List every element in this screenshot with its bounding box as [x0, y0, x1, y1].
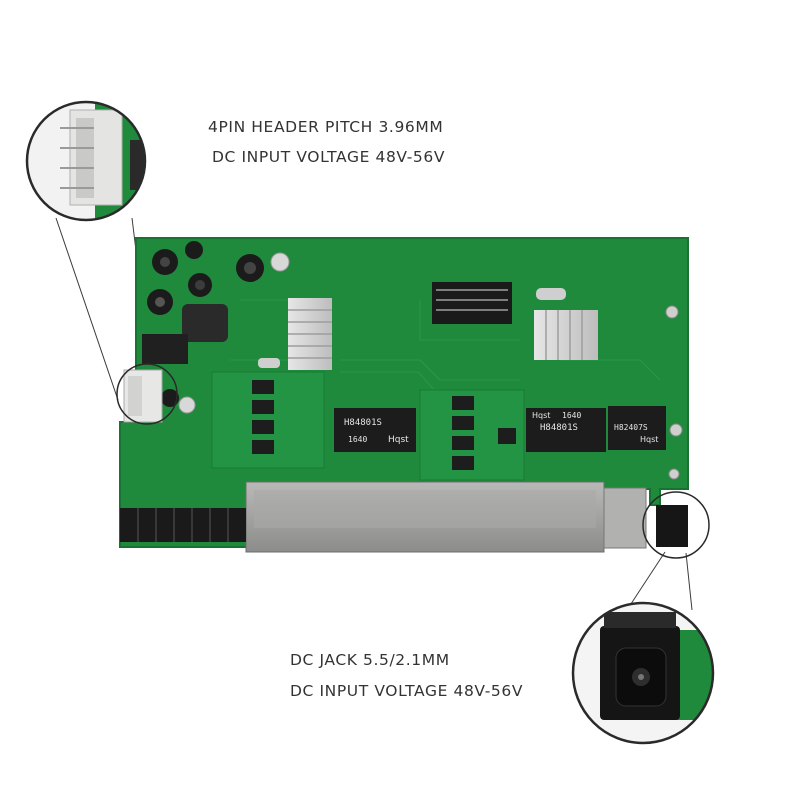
transformer-1-brand: Hqst: [388, 435, 409, 445]
callout-ring-header-on-board: [116, 363, 178, 425]
top-label-line-2: DC INPUT VOLTAGE 48V-56V: [212, 148, 446, 166]
transformer-2-date: 1640: [562, 411, 581, 420]
transformer-2-brand: Hqst: [532, 411, 550, 420]
transformer-1: H84801S Hqst 1640: [334, 408, 416, 452]
callout-ring-dc-jack-on-board: [642, 491, 710, 559]
zoom-inset-dc-jack: [573, 603, 713, 743]
transformer-3: H82407S Hqst: [608, 406, 666, 450]
mounting-holes: [665, 305, 683, 480]
dc-jack-on-board: [656, 505, 688, 547]
transformer-2-label: H84801S: [540, 423, 578, 433]
top-label-line-1: 4PIN HEADER PITCH 3.96MM: [208, 118, 444, 136]
bottom-label-line-2: DC INPUT VOLTAGE 48V-56V: [290, 682, 524, 700]
zoom-ring-bottom: [571, 601, 715, 745]
transformer-3-brand: Hqst: [640, 435, 658, 444]
heatsink-right: [534, 310, 598, 360]
heatsink-left: [288, 298, 332, 370]
inductor: [182, 304, 228, 342]
zoom-inset-4pin-header: [27, 102, 145, 220]
transformer-1-date: 1640: [348, 435, 367, 444]
bottom-left-headers: [120, 508, 246, 542]
mosfets: [252, 380, 516, 470]
power-header-4pin: [123, 369, 163, 423]
capacitors: [147, 241, 290, 414]
rj45-port-block: [245, 481, 647, 553]
bottom-label-line-1: DC JACK 5.5/2.1MM: [290, 651, 450, 669]
zoom-ring-top: [25, 100, 147, 222]
regulator-chip: [142, 334, 188, 364]
transformer-1-label: H84801S: [344, 418, 382, 428]
transformer-3-label: H82407S: [614, 423, 648, 432]
pin-header-strip: [432, 282, 512, 324]
crystal: [258, 358, 280, 368]
transformer-2: H84801S Hqst 1640: [526, 408, 606, 452]
